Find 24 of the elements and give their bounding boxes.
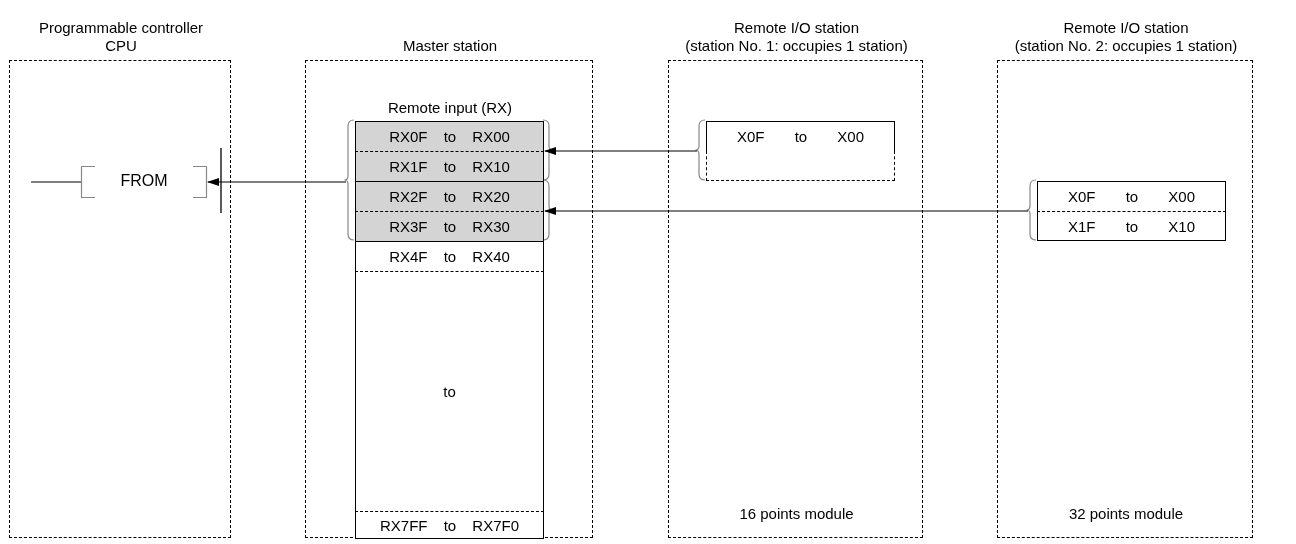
register-row: RX0F to RX00 (355, 121, 544, 151)
module-label: 16 points module (738, 505, 855, 523)
station-heading: Remote I/O station (station No. 1: occupies 1 station) (684, 19, 909, 55)
station-heading: Remote I/O station (station No. 2: occupies 1 station) (1013, 19, 1239, 55)
register-row: RX1F to RX10 (355, 151, 544, 181)
station-heading: Master station (401, 37, 499, 55)
io-row: X0F to X00 (706, 121, 895, 151)
connector-line (30, 181, 82, 183)
register-row: RX3F to RX30 (355, 211, 544, 241)
io-row: X0F to X00 (1037, 181, 1226, 211)
register-row: RX7FF to RX7F0 (355, 511, 544, 539)
register-table (355, 99, 544, 539)
io-table (706, 121, 895, 181)
arrow (544, 147, 698, 155)
station-heading: Programmable controller CPU (37, 19, 205, 55)
table-heading: Remote input (RX) (386, 99, 514, 117)
module-label: 32 points module (1067, 505, 1185, 523)
arrow (544, 207, 1029, 215)
register-row: to (355, 271, 544, 511)
arrow (207, 178, 347, 186)
register-row: RX4F to RX40 (355, 241, 544, 271)
io-table (1037, 181, 1226, 241)
io-row: X1F to X10 (1037, 211, 1226, 241)
register-row: RX2F to RX20 (355, 181, 544, 211)
